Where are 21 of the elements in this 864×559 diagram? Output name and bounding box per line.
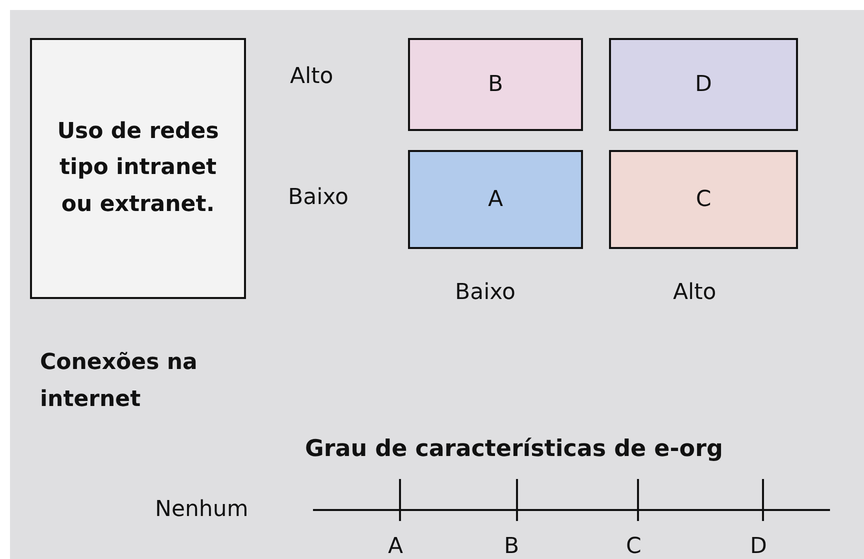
axis-title: Conexões na internet <box>40 349 198 414</box>
scale-title: Grau de características de e-org <box>305 436 723 464</box>
scale-tick-label: B <box>504 534 520 559</box>
axis-level-label: Baixo <box>288 185 348 212</box>
quadrant-box <box>408 38 583 131</box>
quadrant-letter: A <box>488 187 504 212</box>
axis-level-label: Alto <box>673 280 716 306</box>
scale-tick-label: C <box>626 534 642 559</box>
scale-start-label: Nenhum <box>155 497 248 524</box>
text-box <box>30 38 246 299</box>
quadrant-letter: C <box>696 187 712 212</box>
quadrant-box <box>408 150 583 249</box>
box-text: Uso de redes tipo intranet ou extranet. <box>56 118 220 219</box>
axis-level-label: Baixo <box>455 280 516 306</box>
quadrant-box <box>609 38 798 131</box>
quadrant-box <box>609 150 798 249</box>
scale-tick-label: A <box>388 534 404 559</box>
quadrant-letter: B <box>488 72 504 97</box>
scale-tick-label: D <box>750 534 767 559</box>
quadrant-letter: D <box>695 72 712 97</box>
axis-level-label: Alto <box>290 64 334 90</box>
